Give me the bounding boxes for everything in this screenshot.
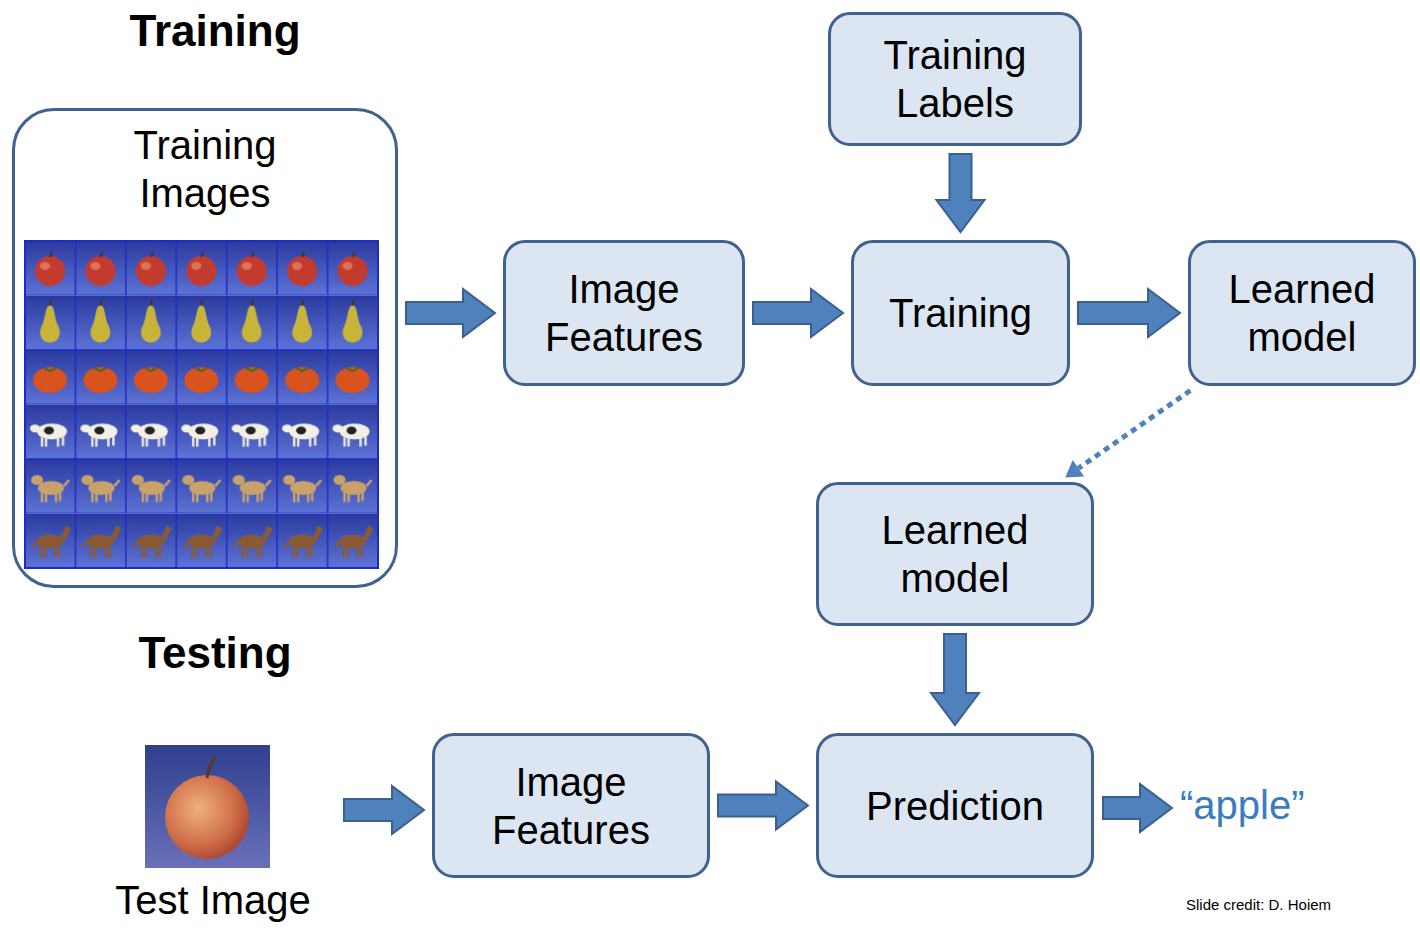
node-text: Test Image <box>115 876 311 924</box>
block-arrow <box>753 289 843 337</box>
process-box: Prediction <box>816 733 1094 878</box>
block-arrow <box>1078 289 1180 337</box>
test-image: Test Image <box>90 742 336 926</box>
arrow-head <box>1065 460 1084 477</box>
block-arrow <box>718 782 808 830</box>
node-text: Training Labels <box>855 31 1055 127</box>
dashed-line <box>1078 391 1190 469</box>
section-heading: Testing <box>60 628 370 678</box>
node-text: Training <box>889 289 1032 337</box>
arrow-body <box>931 634 979 725</box>
credit-note: Slide credit: D. Hoiem <box>1186 896 1414 913</box>
prediction-label: “apple” <box>1180 783 1400 828</box>
process-box: Image Features <box>503 240 745 386</box>
node-text: Learned model <box>855 506 1055 602</box>
block-arrow <box>406 289 495 337</box>
image-panel: Training Images <box>12 108 398 588</box>
input-box: Training Labels <box>828 12 1082 146</box>
output-arrow <box>1103 784 1172 832</box>
arrow-body <box>718 782 808 830</box>
arrow-body <box>753 289 843 337</box>
dashed-arrow <box>1065 391 1190 478</box>
arrow-body <box>1078 289 1180 337</box>
arrow-body <box>406 289 495 337</box>
arrow-body <box>344 786 424 834</box>
process-box: Training <box>851 240 1070 386</box>
node-text: Prediction <box>866 782 1044 830</box>
node-text: Image Features <box>524 265 724 361</box>
block-arrow <box>937 154 985 232</box>
model-box: Learned model <box>816 482 1094 626</box>
process-box: Image Features <box>432 733 710 878</box>
model-box: Learned model <box>1188 240 1416 386</box>
arrow-body <box>937 154 985 232</box>
training-image-grid <box>25 241 378 568</box>
node-text: Training Images <box>90 121 320 217</box>
node-text: Image Features <box>471 758 671 854</box>
block-arrow <box>931 634 979 725</box>
test-apple-picture <box>145 745 270 868</box>
block-arrow <box>344 786 424 834</box>
node-text: Learned model <box>1202 265 1402 361</box>
section-heading: Training <box>60 6 370 56</box>
